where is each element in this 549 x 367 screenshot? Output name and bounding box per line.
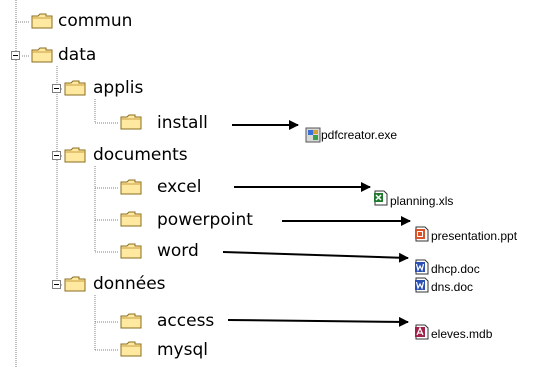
folder-icon bbox=[120, 211, 142, 227]
arrow-word-to-dhcp bbox=[222, 251, 409, 263]
folder-icon bbox=[64, 80, 86, 96]
collapse-box-donnees[interactable] bbox=[52, 280, 61, 289]
collapse-box-applis[interactable] bbox=[52, 84, 61, 93]
access-icon bbox=[415, 324, 429, 340]
collapse-box-documents[interactable] bbox=[52, 151, 61, 160]
file-label: presentation.ppt bbox=[431, 229, 518, 243]
folder-label: applis bbox=[93, 78, 144, 98]
collapse-box-data[interactable] bbox=[11, 51, 20, 60]
word-icon bbox=[415, 277, 429, 293]
file-label: dhcp.doc bbox=[431, 262, 480, 276]
file-label: dns.doc bbox=[431, 280, 474, 294]
folder-icon bbox=[64, 276, 86, 292]
arrow-access-to-eleves bbox=[227, 316, 409, 327]
powerpoint-icon bbox=[415, 226, 429, 242]
folder-label: data bbox=[58, 45, 97, 65]
folder-label: données bbox=[93, 274, 166, 294]
folder-icon bbox=[120, 341, 142, 357]
excel-icon bbox=[374, 190, 388, 206]
folder-icon bbox=[120, 243, 142, 259]
folder-icon bbox=[120, 313, 142, 329]
exe-icon bbox=[305, 127, 321, 143]
folder-icon bbox=[64, 147, 86, 163]
folder-label: mysql bbox=[157, 340, 208, 360]
file-label: pdfcreator.exe bbox=[321, 128, 398, 142]
folder-icon bbox=[31, 47, 53, 63]
folder-label: powerpoint bbox=[157, 210, 253, 230]
file-label: planning.xls bbox=[390, 194, 454, 208]
folder-label: excel bbox=[157, 177, 202, 197]
folder-icon bbox=[31, 13, 53, 29]
folder-label: access bbox=[157, 311, 215, 331]
folder-label: word bbox=[157, 241, 199, 261]
file-label: eleves.mdb bbox=[431, 327, 493, 341]
folder-icon bbox=[120, 114, 142, 130]
folder-icon bbox=[120, 179, 142, 195]
folder-label: install bbox=[157, 113, 208, 133]
folder-label: commun bbox=[58, 11, 133, 31]
folder-label: documents bbox=[93, 145, 188, 165]
word-icon bbox=[415, 259, 429, 275]
